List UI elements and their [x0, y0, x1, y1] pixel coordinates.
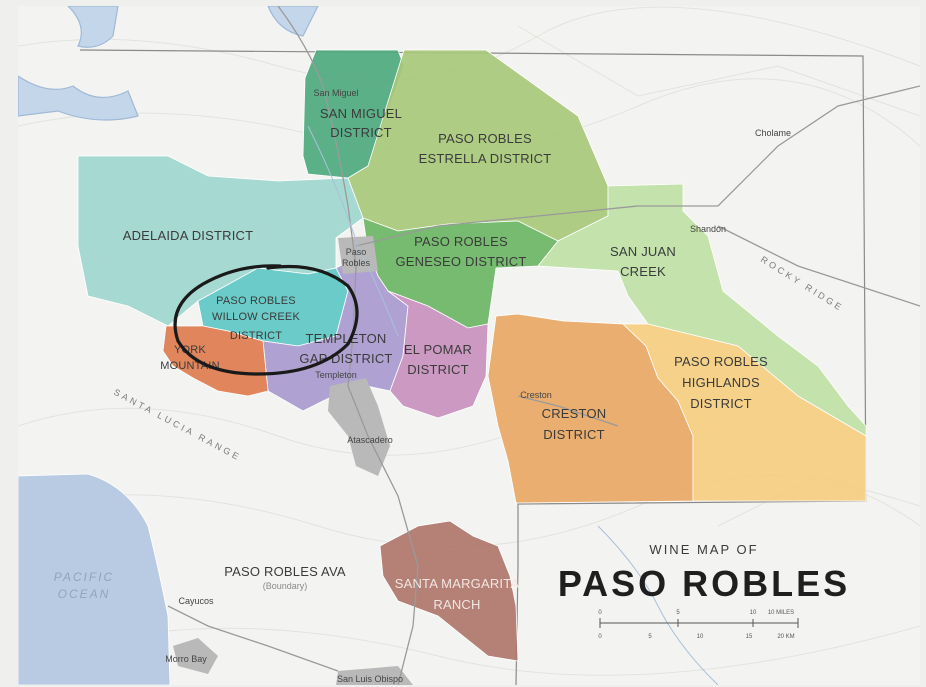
ridge-label: ROCKY RIDGE [759, 254, 846, 313]
label-willow-1: PASO ROBLES [216, 295, 296, 307]
label-willow-2: WILLOW CREEK [212, 311, 300, 323]
label-estrella-2: ESTRELLA DISTRICT [419, 151, 552, 166]
district-york [162, 325, 269, 397]
label-geneseo-1: PASO ROBLES [414, 234, 508, 249]
scale-tick-bottom-0: 0 [598, 634, 602, 640]
district-el-pomar [387, 290, 489, 419]
scale-tick-top-1: 5 [676, 610, 680, 616]
scale-tick-bottom-2: 10 [697, 634, 704, 640]
label-templeton-1: TEMPLETON [305, 331, 386, 346]
label-templeton-2: GAP DISTRICT [299, 351, 392, 366]
town-slo: San Luis Obispo [337, 674, 403, 684]
label-highlands-1: PASO ROBLES [674, 354, 768, 369]
ocean-label-2: OCEAN [58, 587, 111, 601]
scale-labels: 0 5 10 10 MILES 0 5 10 15 20 KM [598, 610, 794, 640]
scale-tick-bottom-3: 15 [746, 634, 753, 640]
label-san-miguel-2: DISTRICT [330, 125, 392, 140]
rivers [307, 125, 719, 685]
district-highlands [622, 323, 867, 502]
town-morro-bay: Morro Bay [165, 654, 207, 664]
label-creston-2: DISTRICT [543, 427, 605, 442]
map-canvas: PACIFIC OCEAN SANTA LUCIA RANGE ROCKY [18, 6, 920, 685]
label-geneseo-2: GENESEO DISTRICT [395, 254, 526, 269]
scale-tick-bottom-1: 5 [648, 634, 652, 640]
town-atascadero: Atascadero [347, 435, 393, 445]
district-labels: SAN MIGUEL DISTRICT PASO ROBLES ESTRELLA… [123, 106, 768, 612]
town-creston: Creston [520, 390, 552, 400]
label-margarita-2: RANCH [433, 597, 480, 612]
label-san-miguel-1: SAN MIGUEL [320, 106, 402, 121]
label-ava-sub: (Boundary) [263, 581, 308, 591]
scale-miles-label: 10 MILES [768, 610, 794, 616]
wine-map: PACIFIC OCEAN SANTA LUCIA RANGE ROCKY [18, 6, 920, 685]
ava-boundary [79, 49, 867, 685]
range-label: SANTA LUCIA RANGE [112, 387, 243, 463]
hand-drawn-circle [173, 264, 359, 376]
label-ava: PASO ROBLES AVA [224, 564, 346, 579]
town-paso-1: Paso [346, 247, 367, 257]
label-san-juan-2: CREEK [620, 264, 666, 279]
label-adelaida: ADELAIDA DISTRICT [123, 228, 254, 243]
label-creston-1: CRESTON [542, 406, 607, 421]
roads [167, 6, 920, 685]
town-templeton: Templeton [315, 370, 357, 380]
town-san-miguel: San Miguel [313, 88, 358, 98]
ocean-label-1: PACIFIC [54, 570, 114, 584]
scale-bar [599, 618, 799, 628]
scale-tick-top-0: 0 [598, 610, 602, 616]
district-santa-margarita [379, 520, 519, 662]
label-san-juan-1: SAN JUAN [610, 244, 676, 259]
town-paso-2: Robles [342, 258, 371, 268]
pacific-ocean [18, 473, 171, 685]
map-title-line2: PASO ROBLES [558, 563, 850, 604]
district-san-juan [537, 183, 867, 437]
label-highlands-3: DISTRICT [690, 396, 752, 411]
scale-tick-top-2: 10 [750, 610, 757, 616]
town-cayucos: Cayucos [178, 596, 214, 606]
label-estrella-1: PASO ROBLES [438, 131, 532, 146]
label-el-pomar-1: EL POMAR [404, 342, 472, 357]
town-cholame: Cholame [755, 128, 791, 138]
label-highlands-2: HIGHLANDS [682, 375, 760, 390]
city-areas [173, 236, 413, 685]
label-margarita-1: SANTA MARGARITA [395, 576, 520, 591]
label-el-pomar-2: DISTRICT [407, 362, 469, 377]
town-shandon: Shandon [690, 224, 726, 234]
town-labels: San Miguel Paso Robles Templeton Atascad… [165, 88, 791, 684]
lakes [18, 6, 319, 121]
scale-km-label: 20 KM [777, 634, 794, 640]
map-title-line1: WINE MAP OF [649, 542, 758, 557]
label-willow-3: DISTRICT [230, 330, 282, 342]
